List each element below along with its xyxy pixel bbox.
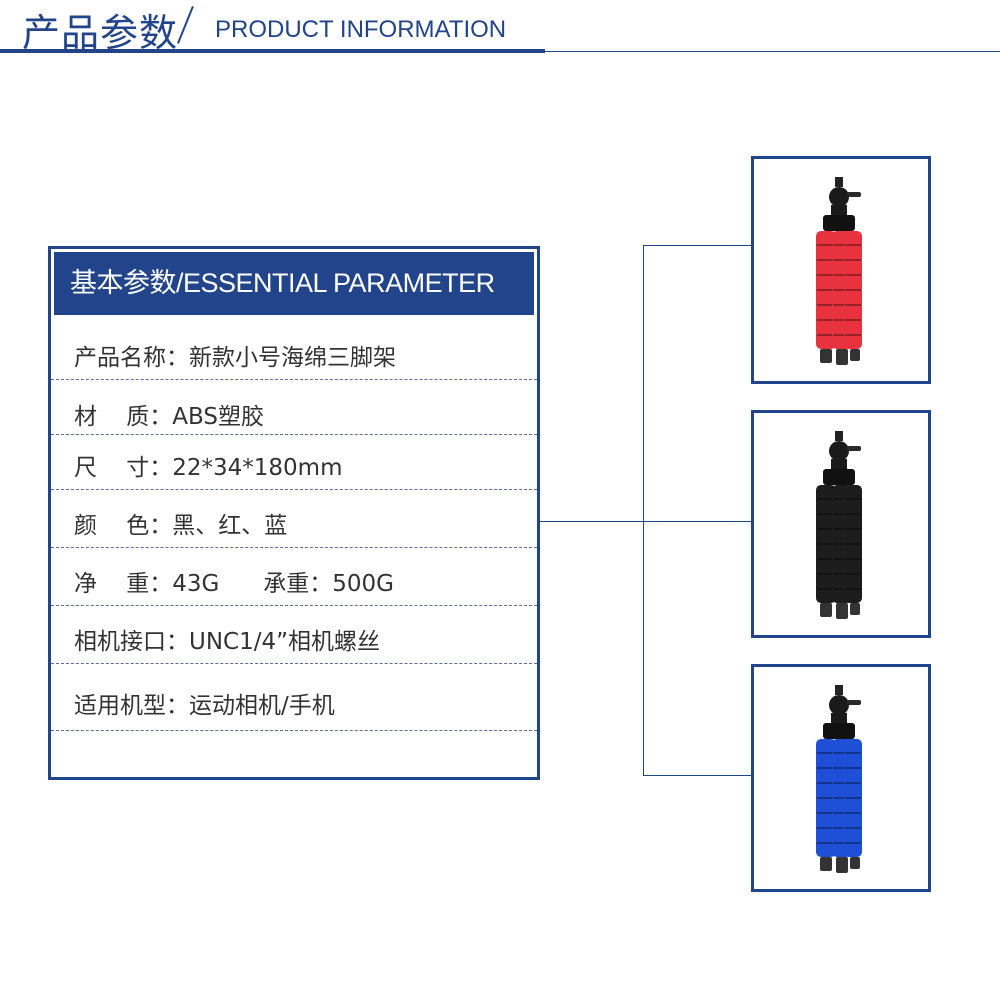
connector-top [643,245,751,246]
param-row-weight: 净 重：43G 承重：500G [51,548,537,606]
tripod-blue-drawing [816,685,862,873]
param-text: 相机接口：UNC1/4”相机螺丝 [74,629,381,655]
param-row-size: 尺 寸：22*34*180mm [51,435,537,490]
tripod-black-image [816,431,862,619]
param-text: 适用机型：运动相机/手机 [74,693,335,719]
param-row-material: 材 质：ABS塑胶 [51,380,537,435]
product-image-red-tripod [751,156,931,384]
header-underline-thick [0,49,545,53]
param-row-color: 颜 色：黑、红、蓝 [51,490,537,548]
param-text: 产品名称：新款小号海绵三脚架 [74,345,396,371]
title-slash-divider [177,6,194,44]
product-image-black-tripod [751,410,931,638]
param-text: 尺 寸：22*34*180mm [74,455,343,481]
param-row-camera-mount: 相机接口：UNC1/4”相机螺丝 [51,606,537,664]
connector-vertical [643,245,644,776]
tripod-black-drawing [816,431,862,619]
tripod-red-image [816,177,862,365]
param-text: 材 质：ABS塑胶 [74,404,264,430]
connector-bottom [643,775,751,776]
param-row-compatible-models: 适用机型：运动相机/手机 [51,664,537,731]
header-underline-thin [545,51,1000,52]
tripod-blue-image [816,685,862,873]
param-text: 净 重：43G 承重：500G [74,571,394,597]
product-image-blue-tripod [751,664,931,892]
tripod-red-drawing [816,177,862,365]
connector-horizontal-main [537,521,751,522]
section-title-cn: 产品参数 [22,11,179,55]
param-row-product-name: 产品名称：新款小号海绵三脚架 [51,315,537,380]
section-title-en: PRODUCT INFORMATION [215,16,507,43]
panel-title: 基本参数/ESSENTIAL PARAMETER [54,252,534,315]
parameter-panel: 基本参数/ESSENTIAL PARAMETER 产品名称：新款小号海绵三脚架 … [48,246,540,780]
param-text: 颜 色：黑、红、蓝 [74,513,288,539]
